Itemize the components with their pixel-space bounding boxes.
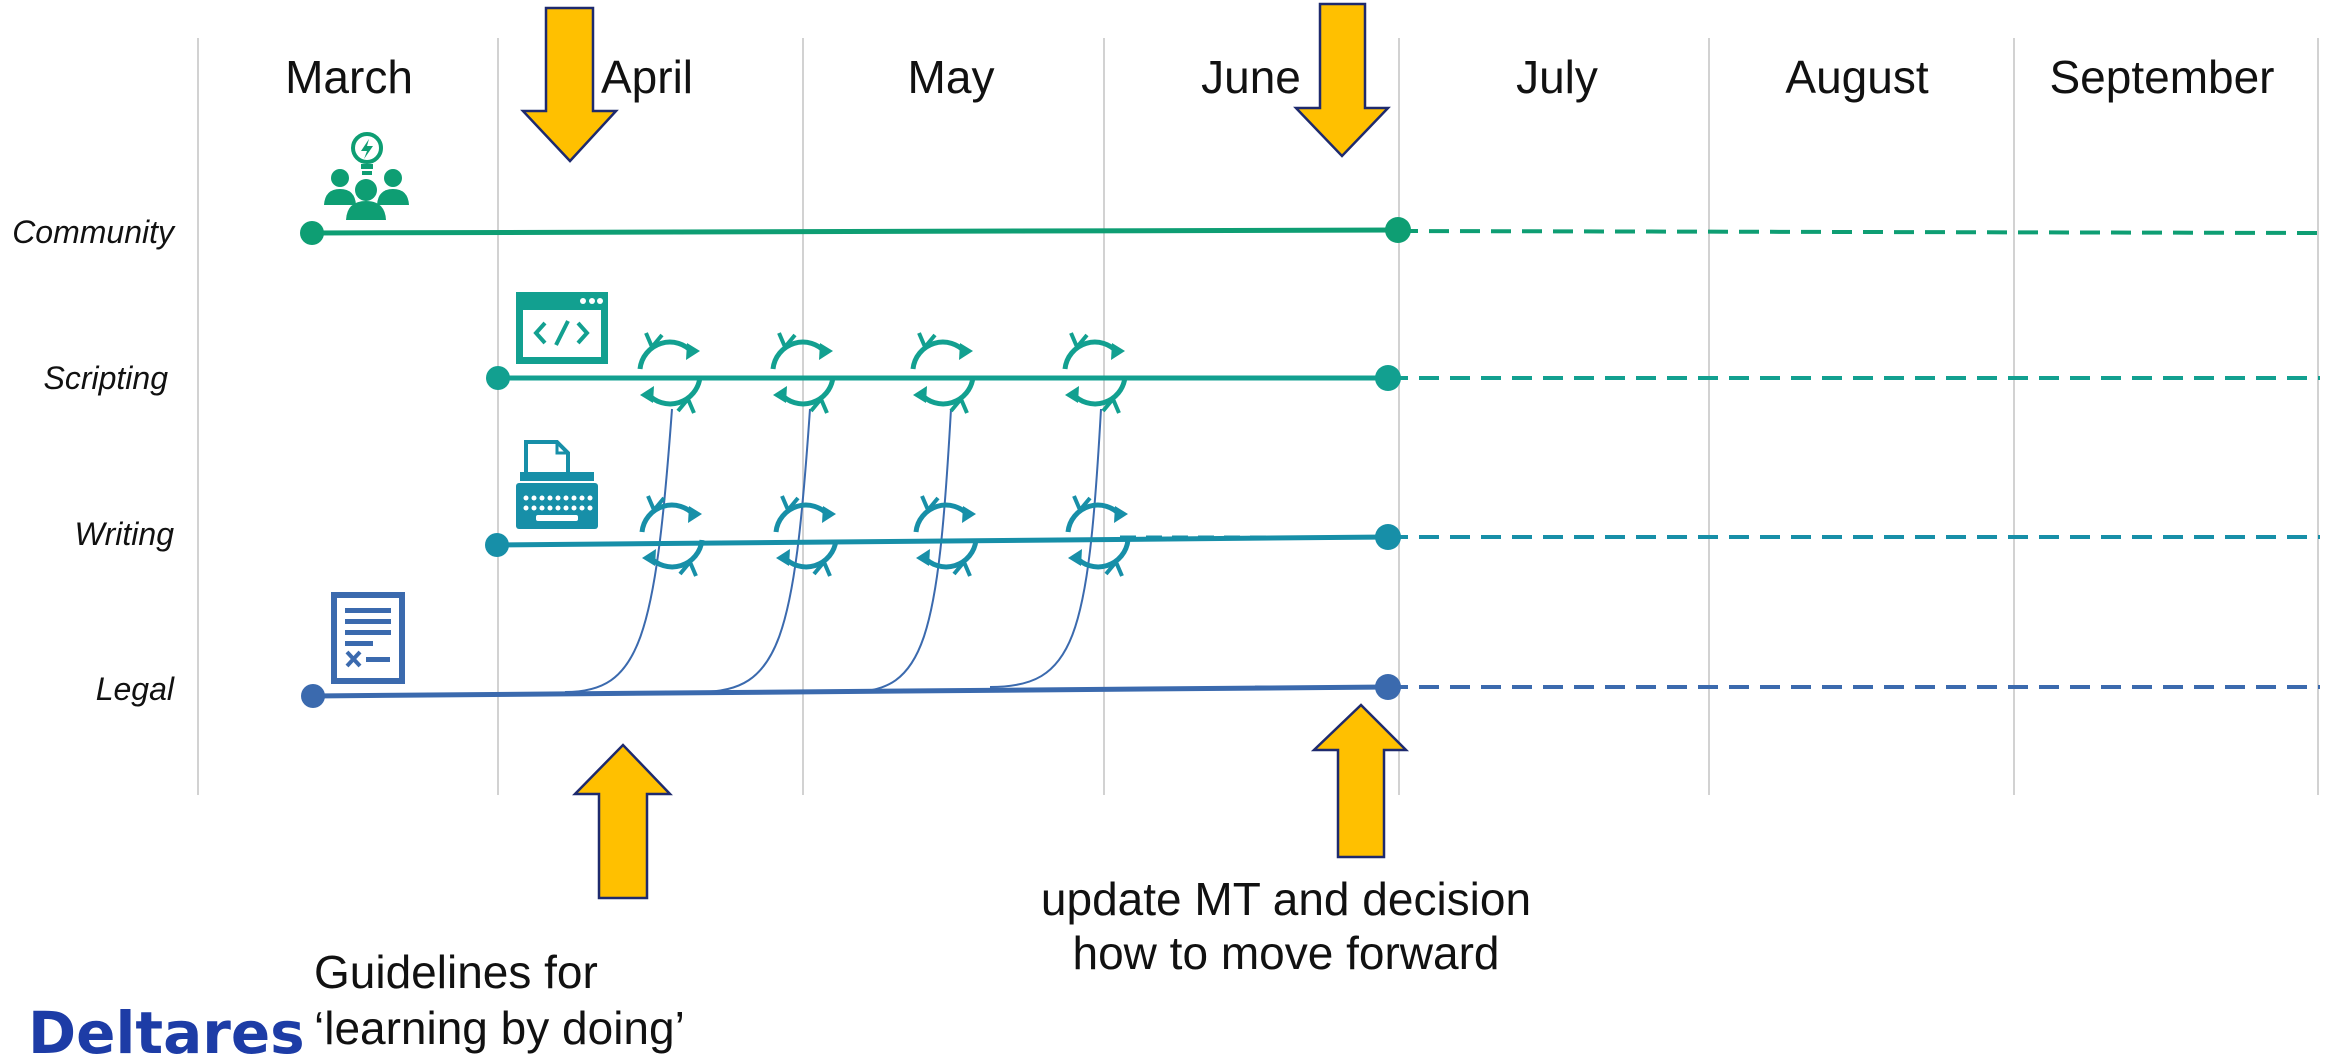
month-april: April: [601, 51, 693, 103]
deltares-logo: Deltares: [28, 999, 305, 1057]
track-scripting: [486, 365, 2320, 391]
month-september: September: [2049, 51, 2274, 103]
typewriter-icon: [516, 440, 598, 529]
month-may: May: [908, 51, 995, 103]
track-community: [300, 217, 2321, 245]
milestone-note-update: update MT and decision how to move forwa…: [1041, 873, 1531, 979]
refresh-cycle-icon: [642, 496, 702, 576]
track-start-dot: [486, 366, 510, 390]
refresh-cycle-icon: [1068, 496, 1128, 576]
track-start-dot: [301, 684, 325, 708]
month-june: June: [1201, 51, 1301, 103]
code-window-icon: [516, 292, 608, 364]
down-arrow: [1293, 2, 1391, 158]
milestone-note-line: how to move forward: [1073, 927, 1500, 979]
milestone-arrows: [520, 2, 1410, 900]
up-arrow: [1310, 703, 1410, 859]
milestone-note-line: Guidelines for: [314, 946, 598, 998]
legal-document-icon: [331, 592, 405, 684]
refresh-cycle-icon: [913, 333, 973, 413]
track-end-dot: [1375, 365, 1401, 391]
track-start-dot: [485, 533, 509, 557]
track-writing: [485, 524, 2320, 557]
milestone-note-line: update MT and decision: [1041, 873, 1531, 925]
up-arrow: [572, 743, 673, 900]
month-headers: March April May June July August Septemb…: [285, 51, 2274, 103]
refresh-cycle-icon: [916, 496, 976, 576]
month-august: August: [1785, 51, 1928, 103]
track-end-dot: [1375, 524, 1401, 550]
down-arrow: [520, 6, 619, 163]
row-label-scripting: Scripting: [44, 360, 169, 396]
row-label-community: Community: [12, 214, 176, 250]
track-legal: [301, 674, 2320, 708]
milestone-note-guidelines: Guidelines for ‘learning by doing’: [314, 946, 685, 1054]
community-idea-icon: [324, 132, 409, 220]
refresh-cycle-icon: [776, 496, 836, 576]
track-end-dot: [1385, 217, 1411, 243]
month-dividers: [197, 38, 2319, 795]
row-labels: Community Scripting Writing Legal: [12, 214, 176, 707]
month-july: July: [1516, 51, 1598, 103]
milestone-note-line: ‘learning by doing’: [314, 1002, 685, 1054]
refresh-cycle-icon: [1065, 333, 1125, 413]
track-start-dot: [300, 221, 324, 245]
scripting-cycle-icons: [640, 333, 1125, 413]
month-march: March: [285, 51, 413, 103]
row-label-writing: Writing: [74, 516, 174, 552]
writing-cycle-icons: [642, 496, 1128, 576]
row-label-legal: Legal: [96, 671, 175, 707]
track-end-dot: [1375, 674, 1401, 700]
refresh-cycle-icon: [640, 333, 700, 413]
